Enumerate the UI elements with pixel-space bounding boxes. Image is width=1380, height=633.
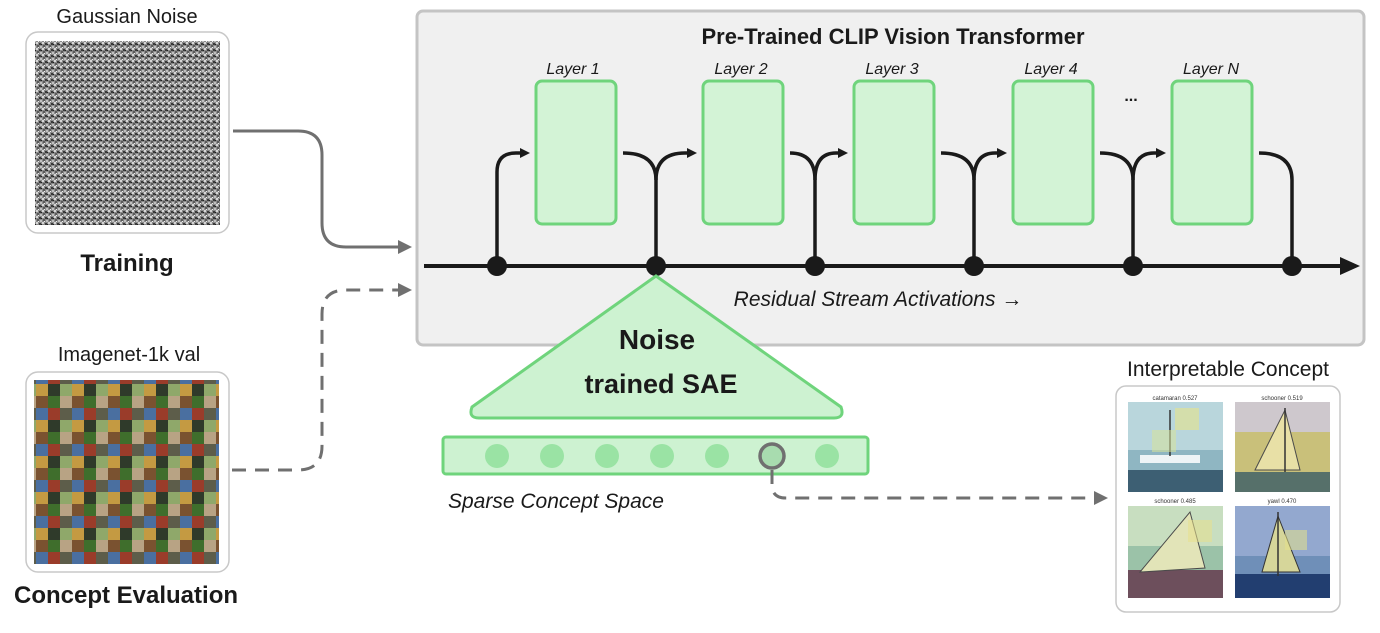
noise-image <box>35 41 220 225</box>
concept-dot <box>540 444 564 468</box>
imagenet-caption: Imagenet-1k val <box>58 344 200 366</box>
concept-dots <box>485 442 839 470</box>
layer-4-label: Layer 4 <box>1024 61 1077 78</box>
stream-node <box>1123 256 1143 276</box>
concept-thumbnail <box>1128 506 1223 598</box>
stream-node <box>1282 256 1302 276</box>
layer-1-label: Layer 1 <box>546 61 599 78</box>
training-label: Training <box>80 250 173 277</box>
layer-3-label: Layer 3 <box>865 61 918 78</box>
sae-title-line1: Noise <box>619 324 695 355</box>
transformer-title: Pre-Trained CLIP Vision Transformer <box>701 24 1085 49</box>
sae-triangle <box>469 274 844 420</box>
sae-title-line2: trained SAE <box>584 369 737 399</box>
concept-thumbnail <box>1235 402 1330 492</box>
thumbnail-label: schooner 0.485 <box>1154 499 1196 505</box>
stream-node <box>805 256 825 276</box>
layer-3-box <box>852 79 936 226</box>
residual-stream-label: Residual Stream Activations → <box>734 288 1023 311</box>
concept-evaluation-label: Concept Evaluation <box>14 582 238 609</box>
thumbnail-label: yawl 0.470 <box>1268 499 1297 505</box>
layer-n-label: Layer N <box>1183 61 1239 78</box>
thumbnail-label: catamaran 0.527 <box>1152 396 1198 402</box>
layer-n-box <box>1170 79 1254 226</box>
layer-4-box <box>1011 79 1095 226</box>
concept-dot <box>650 444 674 468</box>
thumbnail-label: schooner 0.519 <box>1261 396 1303 402</box>
layers-ellipsis: ... <box>1124 88 1137 105</box>
evaluation-arrow <box>232 283 412 472</box>
stream-node <box>487 256 507 276</box>
layer-2-label: Layer 2 <box>714 61 767 78</box>
layer-1-box <box>534 79 618 226</box>
stream-node <box>964 256 984 276</box>
concept-output-title: Interpretable Concept <box>1127 358 1329 381</box>
layer-connections <box>495 148 1294 266</box>
concept-dot <box>595 444 619 468</box>
training-arrow <box>233 129 412 254</box>
concept-thumbnail <box>1128 402 1223 492</box>
imagenet-mosaic <box>34 380 219 564</box>
concept-dot <box>815 444 839 468</box>
concept-thumbnail <box>1235 506 1330 598</box>
concept-to-output-arrow <box>770 470 1108 505</box>
concept-dot <box>705 444 729 468</box>
layer-2-box <box>701 79 785 226</box>
concept-dot-highlighted <box>758 442 786 470</box>
noise-caption: Gaussian Noise <box>56 6 197 28</box>
concept-space-label: Sparse Concept Space <box>448 490 664 513</box>
stream-node <box>646 256 666 276</box>
concept-dot <box>485 444 509 468</box>
